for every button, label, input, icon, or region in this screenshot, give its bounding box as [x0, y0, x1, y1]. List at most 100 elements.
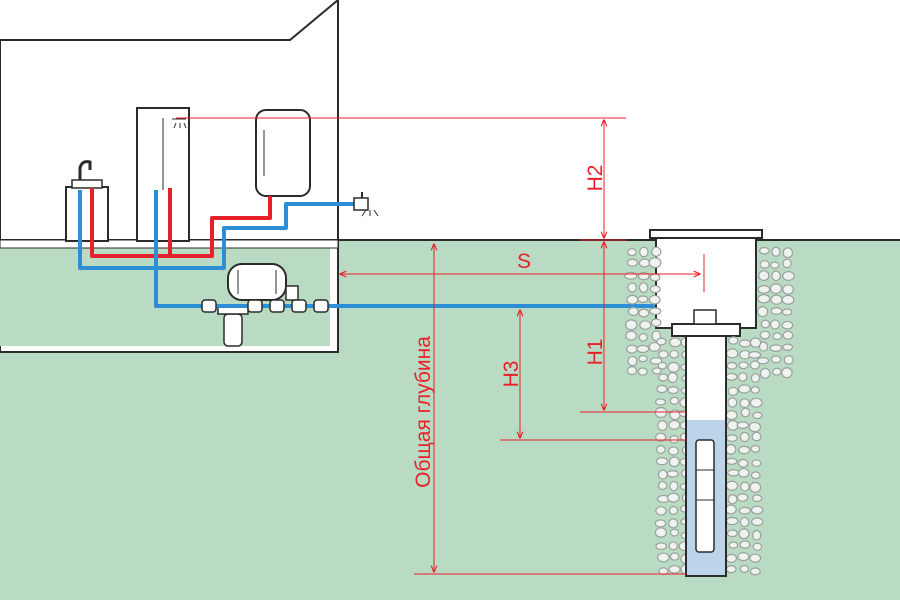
- gravel-stone: [624, 271, 638, 280]
- gravel-stone: [739, 540, 751, 549]
- gravel-stone: [725, 516, 739, 526]
- gravel-stone: [651, 246, 662, 257]
- gravel-stone: [736, 493, 749, 502]
- gravel-stone: [627, 355, 638, 367]
- gravel-stone: [655, 506, 667, 516]
- gravel-stone: [749, 567, 761, 576]
- gravel-stone: [667, 372, 678, 384]
- gravel-stone: [638, 354, 648, 363]
- gravel-stone: [749, 397, 763, 408]
- gravel-stone: [725, 410, 738, 421]
- gravel-stone: [725, 504, 737, 515]
- gravel-stone: [728, 541, 739, 549]
- gravel-stone: [655, 457, 669, 466]
- gravel-stone: [770, 355, 782, 364]
- gravel-stone: [737, 458, 749, 468]
- gravel-stone: [740, 407, 751, 418]
- gravel-stone: [769, 344, 783, 352]
- gravel-stone: [771, 270, 781, 282]
- gravel-stone: [726, 529, 738, 538]
- gravel-stone: [669, 337, 682, 348]
- gravel-stone: [639, 246, 649, 258]
- gravel-stone: [759, 260, 770, 269]
- gravel-stone: [655, 542, 668, 551]
- gravel-stone: [759, 367, 771, 379]
- gravel-stone: [727, 397, 738, 408]
- gravel-stone: [769, 283, 783, 295]
- gravel-stone: [726, 419, 739, 431]
- gravel-stone: [739, 431, 750, 443]
- gravel-stone: [749, 337, 762, 348]
- gravel-stone: [651, 367, 662, 375]
- gravel-stone: [769, 319, 781, 330]
- gravel-stone: [669, 396, 680, 406]
- gravel-stone: [668, 518, 679, 529]
- gravel-stone: [737, 384, 751, 394]
- gravel-stone: [739, 516, 750, 528]
- shower-icon: [136, 107, 190, 242]
- gravel-stone: [636, 344, 650, 354]
- gravel-stone: [738, 361, 749, 370]
- gravel-stone: [649, 307, 662, 316]
- gravel-stone: [668, 541, 679, 551]
- gravel-stone: [782, 247, 794, 259]
- gravel-stone: [772, 332, 782, 341]
- gravel-stone: [738, 339, 752, 348]
- gravel-stone: [639, 320, 652, 330]
- gravel-stone: [667, 386, 679, 395]
- gravel-stone: [738, 445, 751, 455]
- gravel-stone: [649, 273, 661, 282]
- gravel-stone: [725, 348, 739, 359]
- gravel-stone: [748, 421, 762, 433]
- gravel-stone: [650, 318, 662, 327]
- gravel-stone: [781, 367, 793, 379]
- gravel-stone: [667, 361, 680, 373]
- gravel-stone: [726, 361, 738, 370]
- gravel-stone: [782, 271, 795, 281]
- gravel-stone: [667, 446, 679, 456]
- gravel-stone: [656, 384, 668, 394]
- gravel-stone: [751, 494, 763, 503]
- gravel-stone: [625, 330, 638, 341]
- gravel-stone: [751, 431, 762, 442]
- gravel-stone: [656, 337, 667, 346]
- gravel-stone: [752, 530, 762, 541]
- gravel-stone: [638, 333, 648, 342]
- gravel-stone: [781, 320, 794, 330]
- gravel-stone: [658, 350, 669, 359]
- gravel-stone: [751, 517, 764, 527]
- gravel-stone: [627, 282, 638, 293]
- gravel-stone: [669, 349, 680, 359]
- gravel-stone: [751, 459, 762, 468]
- gravel-stone: [725, 372, 738, 381]
- gravel-stone: [783, 355, 794, 365]
- gravel-stone: [657, 420, 668, 432]
- gravel-stone: [654, 519, 667, 528]
- gravel-stone: [669, 435, 679, 444]
- gravel-stone: [655, 432, 667, 442]
- gravel-stone: [725, 565, 737, 574]
- gravel-stone: [656, 445, 666, 454]
- gravel-stone: [772, 367, 782, 376]
- gravel-stone: [648, 294, 661, 305]
- gravel-stone: [757, 284, 771, 294]
- filter-icon: [217, 305, 249, 347]
- gravel-stone: [759, 330, 771, 340]
- gravel-stone: [654, 398, 667, 406]
- h3-label: H3: [500, 361, 523, 388]
- gravel-stone: [727, 386, 739, 396]
- gravel-stone: [725, 480, 739, 491]
- gravel-stone: [666, 492, 680, 503]
- gravel-stone: [624, 319, 638, 331]
- garden-tap-icon: [353, 192, 379, 217]
- gravel-stone: [757, 294, 771, 304]
- gravel-stone: [658, 480, 668, 491]
- gravel-stone: [750, 505, 764, 515]
- gravel-stone: [649, 285, 661, 294]
- gravel-stone: [638, 308, 650, 318]
- gravel-stone: [725, 457, 738, 465]
- dimension-lines: [176, 117, 705, 575]
- gravel-stone: [752, 542, 763, 552]
- hot-water-pipes: [90, 188, 272, 258]
